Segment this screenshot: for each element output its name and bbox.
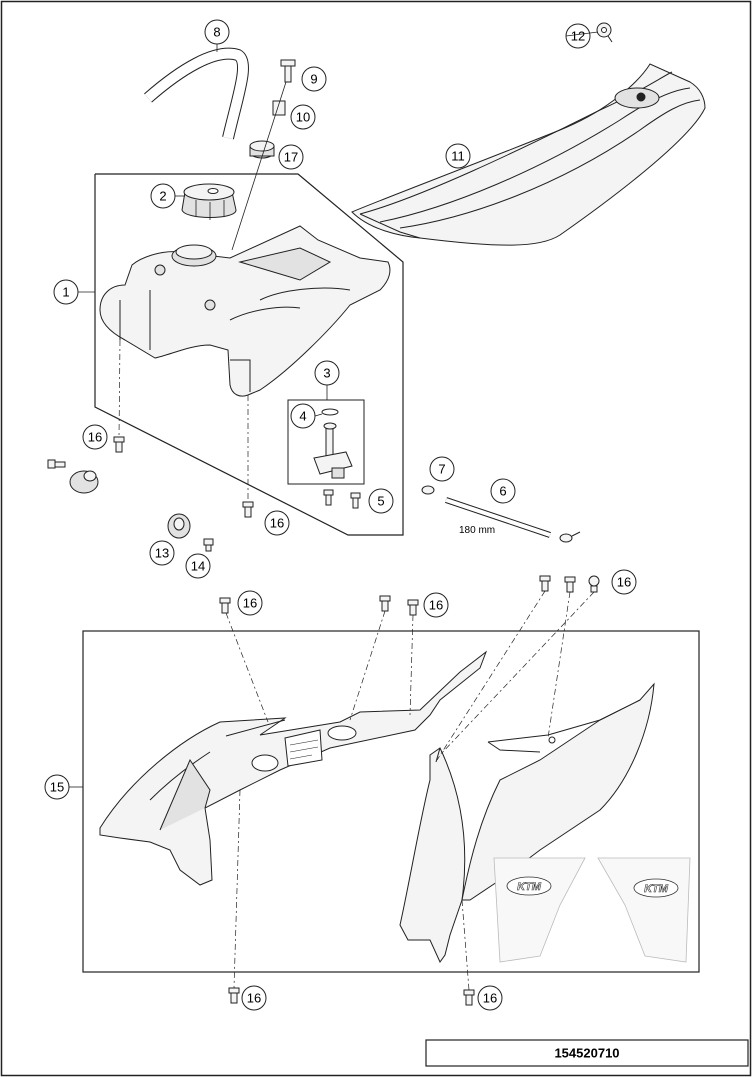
callout-13 [149,540,175,566]
bolt-part-9 [280,59,296,83]
callout-16-b [264,510,290,536]
bolt-part-16-g [463,989,475,1006]
ktm-logo-left: KTM [517,881,542,893]
fuel-tap-part [313,408,353,479]
grommet-part-17 [249,140,275,159]
callout-16-b-label: 16 [270,516,284,531]
callout-16-e [611,569,637,595]
callout-4-label: 4 [299,409,306,424]
side-cover-group-frame [82,630,700,973]
callout-16-c [237,590,263,616]
callout-16-d [423,592,449,618]
callout-16-e-label: 16 [617,575,631,590]
callout-16-f-label: 16 [247,991,261,1006]
callout-16-g [477,985,503,1011]
callout-6-label: 6 [499,484,506,499]
callout-6 [490,478,516,504]
callout-16-a [82,424,108,450]
callout-5 [368,488,394,514]
callout-14 [185,553,211,579]
callout-13-label: 13 [155,546,169,561]
rubber-mount-part [69,470,99,494]
bushing-part-10 [272,100,286,116]
bolt-part-16-a [113,436,125,453]
seat-part [351,63,706,246]
callout-11-label: 11 [451,149,465,164]
callout-10-label: 10 [296,110,310,125]
screw-part-5 [323,489,361,509]
screw-small-part [47,459,66,469]
callout-17-label: 17 [284,150,298,165]
callout-9-label: 9 [310,72,317,87]
fuel-hose-part [144,47,250,140]
bolt-part-16-e [539,575,600,593]
callout-12-label: 12 [571,29,585,44]
callout-3-label: 3 [323,366,330,381]
bolt-part-16-f [228,987,240,1004]
bolt-part-16-c [219,597,231,614]
hose-length-label: 180 mm [459,525,495,536]
bolt-part-16-b [242,501,254,518]
callout-11 [445,143,471,169]
callout-16-f [241,985,267,1011]
callout-8-label: 8 [213,25,220,40]
clip-part-12 [596,22,613,43]
ktm-logo-right: KTM [644,883,669,895]
fuel-tank-part [99,225,391,397]
callout-15-label: 15 [50,780,64,795]
callout-17 [278,144,304,170]
callout-16-a-label: 16 [88,430,102,445]
leader-9-17 [231,81,287,251]
screw-part-14 [203,538,214,552]
hose-clamp-part-7 [421,485,581,543]
bolt-part-16-d [379,595,419,616]
part-number-box [425,1039,749,1067]
assembly-leaders [225,590,595,991]
callout-16-d-label: 16 [429,598,443,613]
callout-10 [290,104,316,130]
callout-7 [429,456,455,482]
side-cover-left-part [99,650,488,886]
side-cover-right-part [399,682,655,963]
callout-7-label: 7 [438,462,445,477]
tank-decal-left-part [493,857,586,963]
vent-hose-part-6 [445,497,551,538]
callout-16-g-label: 16 [483,991,497,1006]
callout-2-label: 2 [159,189,166,204]
callout-16-c-label: 16 [243,596,257,611]
callout-1-label: 1 [62,285,69,300]
fuel-cap-part [181,183,237,220]
leader-tank-bolt-a [118,339,121,438]
callout-9 [301,66,327,92]
tank-group-frame [94,173,404,536]
callout-5-label: 5 [377,494,384,509]
callout-14-label: 14 [191,559,205,574]
rubber-bushing-part-13 [167,513,191,539]
part-number-label: 154520710 [554,1046,619,1061]
tank-decal-right-part [597,857,691,963]
fuel-tap-box [287,399,365,485]
callout-leaders [69,31,599,788]
